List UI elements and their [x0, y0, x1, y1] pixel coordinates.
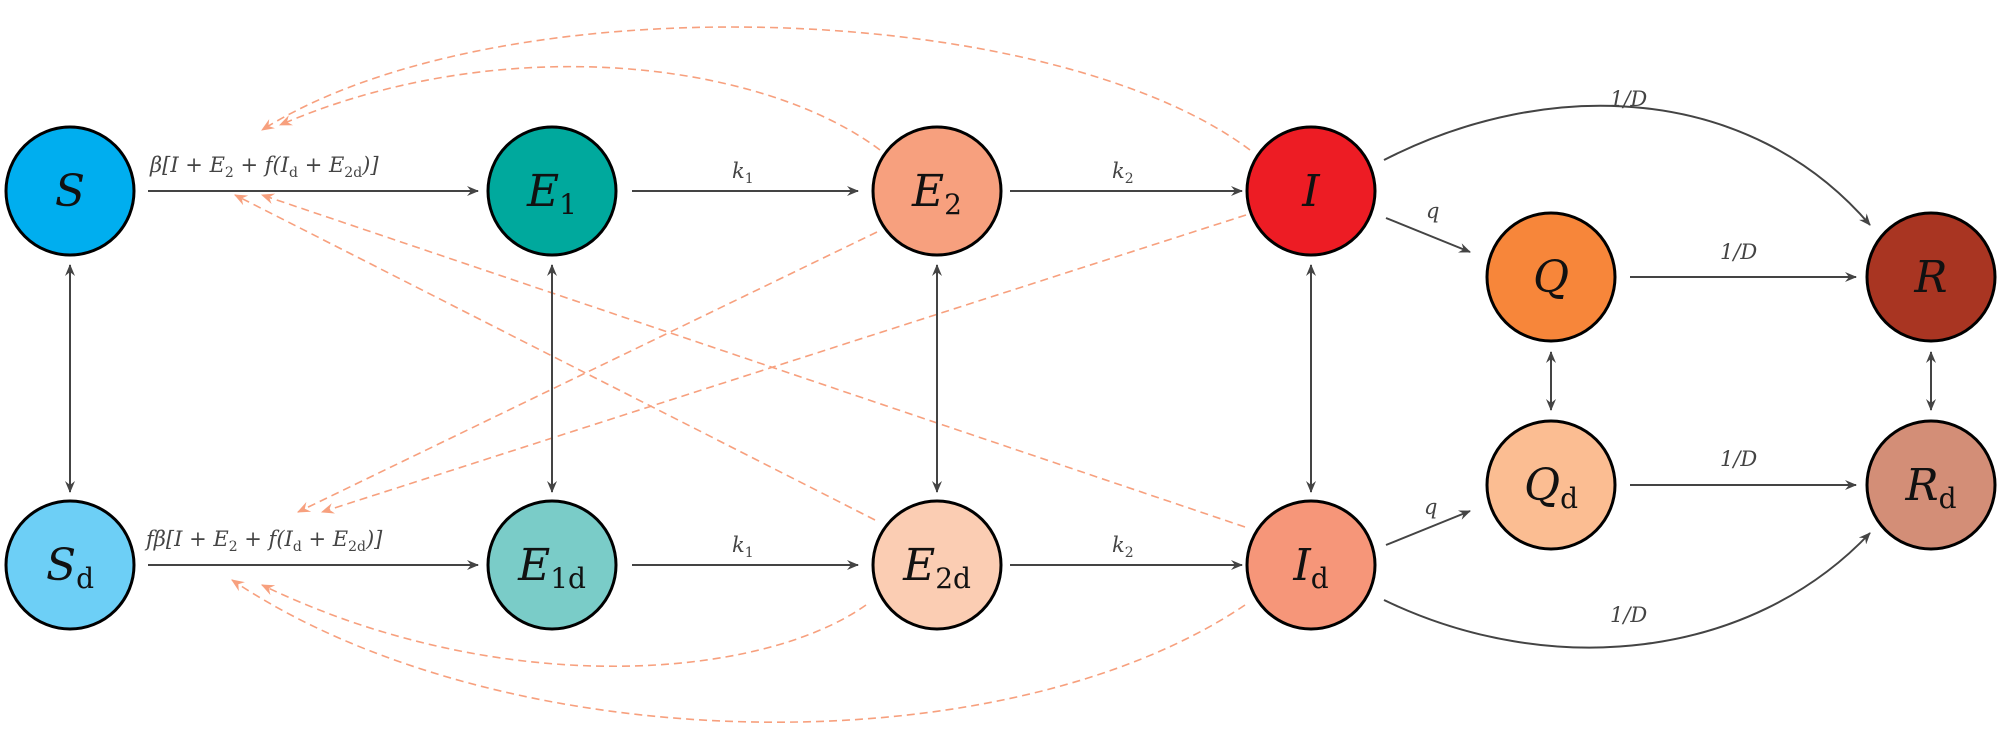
node-circle: [486, 499, 618, 631]
node-label: E2d: [902, 540, 971, 595]
node-circle: [4, 125, 136, 257]
node-qd: Qd: [1485, 419, 1617, 551]
node-circle: [486, 125, 618, 257]
label-rec-i-r: 1/D: [1610, 87, 1647, 111]
node-id: Id: [1245, 499, 1377, 631]
node-e2: E2: [871, 125, 1003, 257]
label-k1-bottom: k1: [732, 533, 754, 561]
node-rd: Rd: [1865, 419, 1997, 551]
influence-e2-to-bottom: [297, 231, 878, 513]
node-circle: [1865, 211, 1997, 343]
label-k2-bottom: k2: [1112, 533, 1134, 561]
node-label: Id: [1292, 540, 1328, 595]
node-e1: E1: [486, 125, 618, 257]
node-label: Q: [1533, 252, 1569, 303]
node-label: R: [1913, 252, 1947, 303]
label-q-bottom: q: [1424, 495, 1437, 519]
node-label: E2: [911, 166, 962, 221]
arrow-i-q: [1385, 217, 1471, 253]
node-label: E1d: [517, 540, 586, 595]
label-bottom-rate: fβ[I + E2 + f(Id + E2d)]: [144, 527, 383, 555]
node-circle: [871, 125, 1003, 257]
node-circle: [1245, 125, 1377, 257]
node-circle: [1245, 499, 1377, 631]
node-e1d: E1d: [486, 499, 618, 631]
label-k1-top: k1: [732, 159, 754, 187]
node-circle: [1865, 419, 1997, 551]
label-q-top: q: [1426, 199, 1439, 223]
nodes: S E1 E2 I Q R Sd E1d E2d Id Qd Rd: [4, 125, 1997, 631]
node-circle: [871, 499, 1003, 631]
arrow-i-r: [1383, 104, 1871, 226]
node-label: E1: [526, 166, 577, 221]
edge-labels: β[I + E2 + f(Id + E2d)] fβ[I + E2 + f(Id…: [144, 87, 1757, 627]
label-rec-id-rd: 1/D: [1610, 603, 1647, 627]
node-s: S: [4, 125, 136, 257]
arrow-id-qd: [1385, 510, 1471, 546]
flow-arrows: [65, 104, 1936, 649]
node-q: Q: [1485, 211, 1617, 343]
influence-i-to-top: [261, 26, 1251, 151]
influence-id-to-top: [260, 193, 1246, 528]
influence-i-to-bottom: [320, 214, 1247, 514]
arrow-id-rd: [1383, 532, 1871, 649]
label-rec-q-r: 1/D: [1720, 240, 1757, 264]
node-label: Sd: [46, 540, 94, 595]
node-circle: [1485, 211, 1617, 343]
node-circle: [4, 499, 136, 631]
node-r: R: [1865, 211, 1997, 343]
influence-e2d-to-bottom: [261, 584, 867, 668]
label-top-rate: β[I + E2 + f(Id + E2d)]: [149, 153, 379, 181]
label-rec-qd-rd: 1/D: [1720, 447, 1757, 471]
influence-e2-to-top: [279, 65, 881, 151]
influence-id-to-bottom: [231, 579, 1246, 723]
node-label: Qd: [1524, 460, 1578, 515]
node-circle: [1485, 419, 1617, 551]
node-sd: Sd: [4, 499, 136, 631]
node-label: I: [1301, 166, 1321, 217]
influence-arrows: [231, 26, 1251, 723]
label-k2-top: k2: [1112, 159, 1134, 187]
node-label: Rd: [1904, 460, 1956, 515]
node-e2d: E2d: [871, 499, 1003, 631]
node-label: S: [55, 166, 85, 217]
node-i: I: [1245, 125, 1377, 257]
